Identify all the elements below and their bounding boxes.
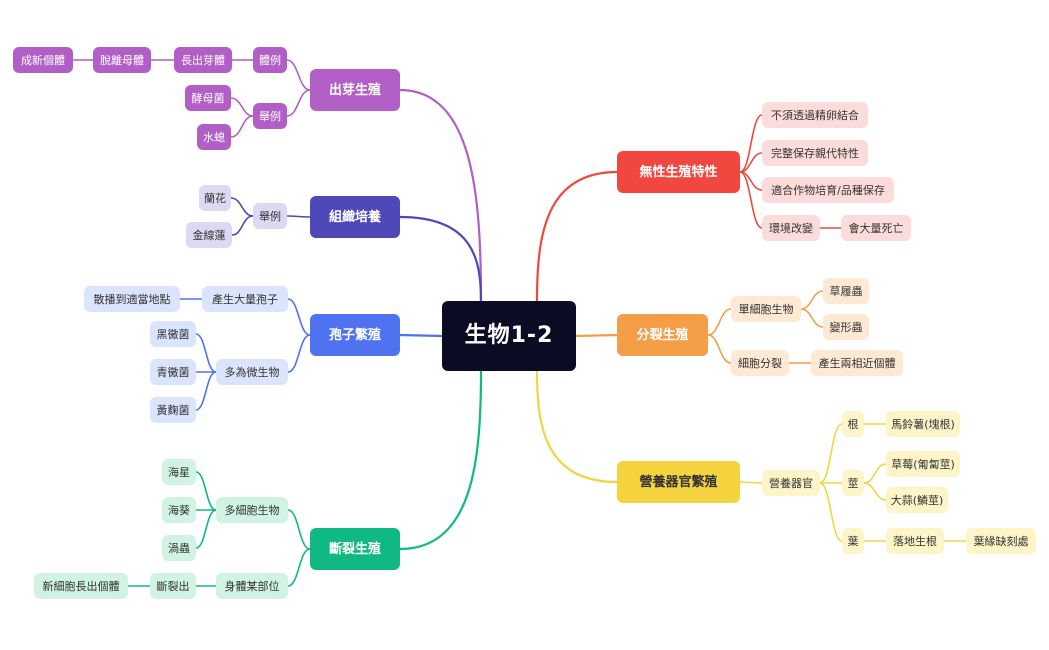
edge-budding-examples: [286, 89, 311, 117]
veg-stem-ex2[interactable]: 大蒜(鱗莖): [886, 487, 948, 513]
edge-asexual-p1: [739, 114, 763, 173]
edge-asexual-p2: [739, 152, 763, 173]
veg-organ[interactable]: 營養器官: [762, 470, 820, 496]
budding-detach[interactable]: 脫離母體: [93, 47, 151, 73]
edge-branch-fission: [575, 333, 618, 338]
edge-fission-cell-div: [707, 334, 732, 364]
fragment-multicell[interactable]: 多細胞生物: [216, 497, 288, 523]
edge-branch-budding: [399, 88, 483, 302]
root-node[interactable]: 生物1-2: [442, 301, 576, 371]
asexual-p4b[interactable]: 會大量死亡: [841, 215, 911, 241]
veg-root-ex[interactable]: 馬鈴薯(塊根): [886, 411, 960, 437]
edge-fission-single: [707, 308, 732, 336]
fragment-part[interactable]: 身體某部位: [216, 573, 288, 599]
edge-tissue-orchid: [230, 197, 254, 217]
budding-hydra[interactable]: 水螅: [197, 124, 231, 150]
edge-veg-leaf: [819, 482, 843, 542]
edge-asexual-p4: [739, 171, 763, 229]
edge-fragment-planaria: [195, 509, 217, 549]
budding-body[interactable]: 體例: [253, 47, 287, 73]
edge-spore-multicell: [287, 334, 311, 373]
edge-branch-asexual: [535, 170, 618, 302]
edge-veg-stem-ex2: [863, 482, 887, 501]
spore-spread[interactable]: 散播到適當地點: [84, 286, 180, 312]
edge-fission-amoeba: [800, 308, 824, 328]
edge-branch-vegetative: [535, 370, 618, 484]
edge-tissue-aloe: [231, 215, 254, 236]
fragment-break[interactable]: 斷裂出: [150, 573, 196, 599]
edge-branch-spore: [399, 333, 443, 338]
fission-single[interactable]: 單細胞生物: [731, 296, 801, 322]
budding-new-individual[interactable]: 成新個體: [13, 47, 73, 73]
edge-spore-produce: [287, 298, 311, 336]
budding-examples[interactable]: 舉例: [253, 103, 287, 129]
edge-veg-organ: [739, 481, 763, 484]
edge-budding-body: [286, 59, 311, 91]
branch-fragment[interactable]: 斷裂生殖: [310, 528, 400, 570]
spore-aspergillus[interactable]: 黃麴菌: [150, 397, 196, 423]
branch-fission[interactable]: 分裂生殖: [617, 314, 708, 356]
veg-stem[interactable]: 莖: [842, 470, 864, 496]
asexual-p4[interactable]: 環境改變: [762, 215, 820, 241]
edge-spore-aspergillus: [195, 371, 217, 411]
edge-fragment-part: [287, 548, 311, 587]
edge-veg-stem-ex1: [863, 463, 887, 484]
spore-penicillium[interactable]: 青黴菌: [150, 359, 196, 385]
asexual-p2[interactable]: 完整保存親代特性: [762, 140, 868, 166]
asexual-p1[interactable]: 不須透過精卵結合: [762, 102, 868, 128]
branch-asexual[interactable]: 無性生殖特性: [617, 151, 740, 193]
edge-fission-paramecium: [800, 290, 824, 310]
veg-leaf-ex[interactable]: 葉緣缺刻處: [966, 528, 1036, 554]
edge-spore-mucor: [195, 333, 217, 373]
edge-fragment-starfish: [195, 471, 217, 511]
fragment-new[interactable]: 新細胞長出個體: [34, 573, 128, 599]
spore-multicell[interactable]: 多為微生物: [216, 359, 288, 385]
fission-amoeba[interactable]: 變形蟲: [823, 314, 869, 340]
branch-tissue[interactable]: 組織培養: [310, 196, 400, 238]
fission-paramecium[interactable]: 草履蟲: [823, 278, 869, 304]
edge-veg-root: [819, 423, 843, 484]
budding-grow-bud[interactable]: 長出芽體: [174, 47, 232, 73]
edge-tissue-examples: [286, 215, 311, 218]
edge-branch-fragment: [399, 370, 483, 551]
fragment-planaria[interactable]: 渦蟲: [162, 535, 196, 561]
tissue-examples[interactable]: 舉例: [253, 203, 287, 229]
edge-branch-tissue: [399, 215, 483, 302]
veg-leaf[interactable]: 葉: [842, 528, 864, 554]
edge-fragment-multicell: [287, 509, 311, 550]
edge-budding-hydra: [230, 115, 254, 138]
veg-root[interactable]: 根: [842, 411, 864, 437]
fragment-anemone[interactable]: 海葵: [162, 497, 196, 523]
fragment-starfish[interactable]: 海星: [162, 459, 196, 485]
fission-cell-div[interactable]: 細胞分裂: [731, 350, 789, 376]
spore-produce[interactable]: 產生大量孢子: [202, 286, 288, 312]
branch-spore[interactable]: 孢子繁殖: [310, 314, 400, 356]
edge-budding-yeast: [230, 97, 254, 117]
asexual-p3[interactable]: 適合作物培育/品種保存: [762, 177, 894, 203]
branch-vegetative[interactable]: 營養器官繁殖: [617, 461, 740, 503]
veg-stem-ex1[interactable]: 草莓(匍匐莖): [886, 451, 960, 477]
tissue-aloe[interactable]: 金線蓮: [186, 222, 232, 248]
fission-result[interactable]: 產生兩相近個體: [811, 350, 903, 376]
spore-mucor[interactable]: 黑黴菌: [150, 321, 196, 347]
tissue-orchid[interactable]: 蘭花: [199, 185, 231, 211]
veg-leaf-mid[interactable]: 落地生根: [886, 528, 944, 554]
budding-yeast[interactable]: 酵母菌: [185, 85, 231, 111]
branch-budding[interactable]: 出芽生殖: [310, 69, 400, 111]
